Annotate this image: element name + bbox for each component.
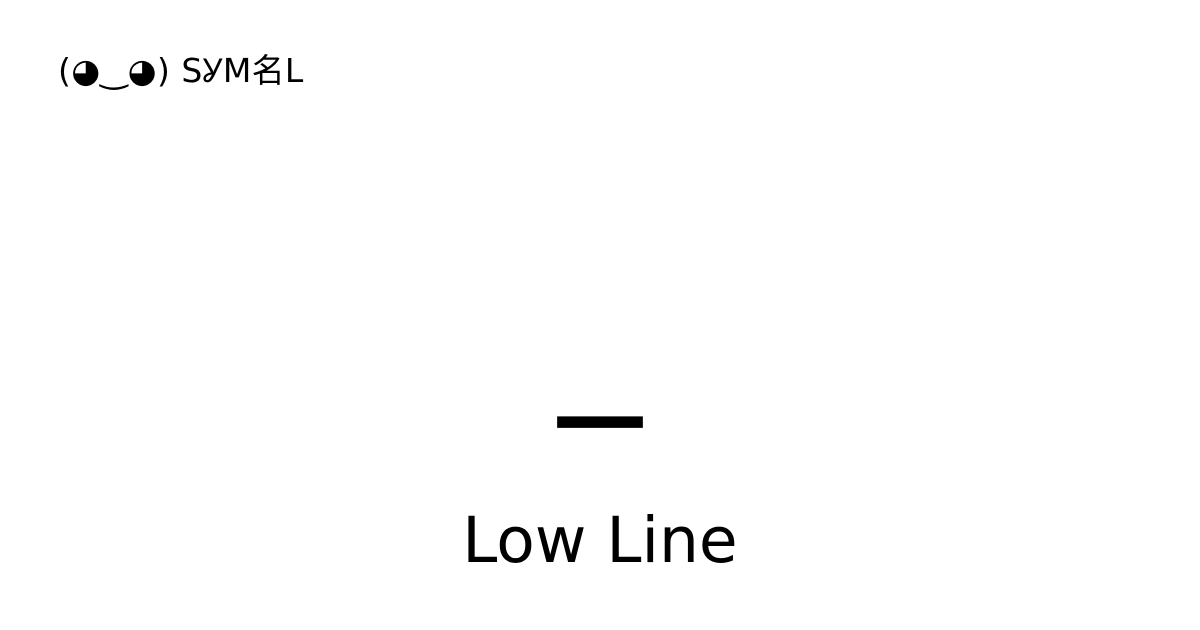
symbol-name-label: Low Line: [462, 504, 738, 577]
kaomoji-face-icon: (◕‿◕): [58, 51, 171, 90]
caption-container: Low Line: [0, 504, 1200, 577]
site-logo[interactable]: (◕‿◕) SỾM名L: [58, 54, 304, 87]
symbol-glyph: _: [558, 235, 642, 428]
site-wordmark: SỾM名L: [181, 51, 304, 90]
glyph-stage: _: [0, 235, 1200, 450]
